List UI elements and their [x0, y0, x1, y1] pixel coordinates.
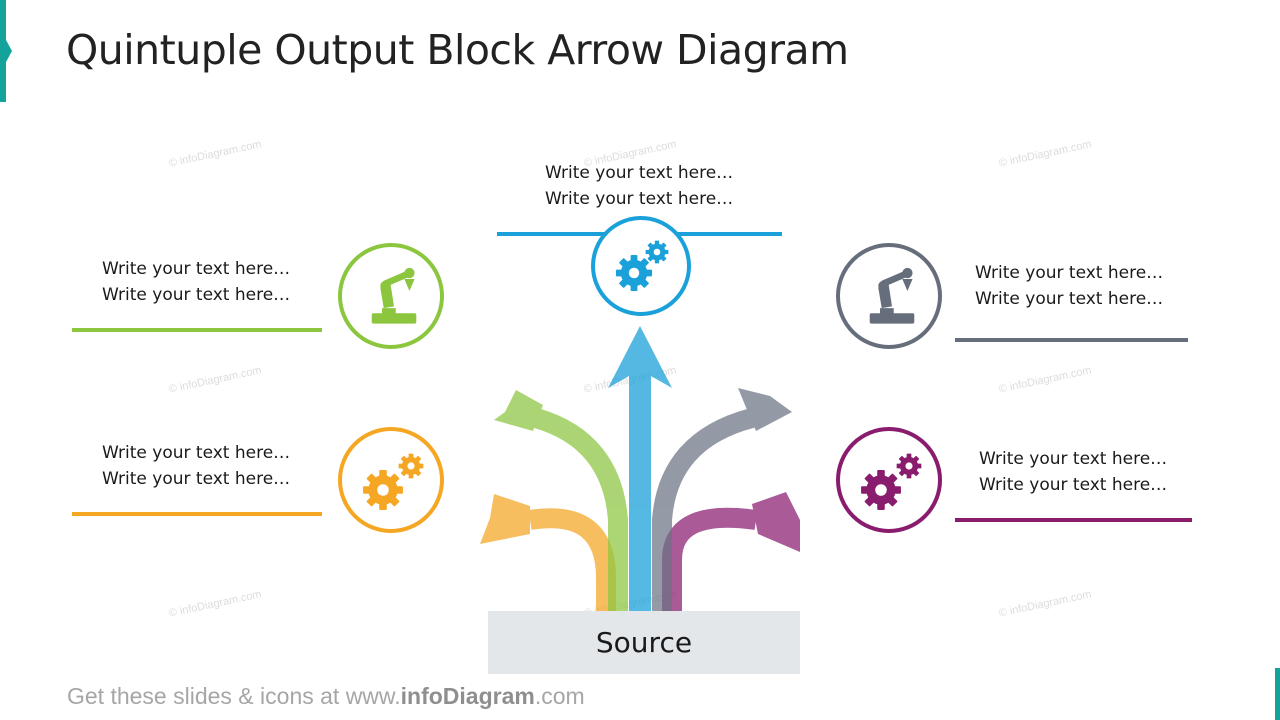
output-left-lower-text: Write your text here… Write your text he…: [102, 440, 290, 492]
output-left-upper-text: Write your text here… Write your text he…: [102, 256, 290, 308]
slide-title: Quintuple Output Block Arrow Diagram: [66, 26, 849, 74]
gears-icon: [861, 453, 922, 510]
output-right-upper-icon-ring: [836, 243, 942, 349]
left-accent-notch: [6, 40, 12, 62]
robot-arm-icon: [869, 267, 915, 324]
arrow-blue: [608, 326, 672, 611]
output-left-upper-line1: Write your text here…: [102, 259, 291, 279]
output-right-upper-underline: [955, 338, 1188, 342]
output-right-lower-icon-ring: [836, 427, 942, 533]
source-box: Source: [488, 611, 800, 674]
output-right-upper-text: Write your text here… Write your text he…: [975, 260, 1163, 312]
footer-brand: infoDiagram: [400, 683, 535, 709]
output-left-lower-line1: Write your text here…: [102, 443, 291, 463]
footer-prefix: Get these slides & icons at www.: [67, 683, 401, 709]
gears-icon: [363, 453, 424, 510]
output-left-upper-icon-ring: [338, 243, 444, 349]
source-label: Source: [595, 626, 693, 659]
output-right-upper-line2: Write your text here…: [975, 289, 1164, 309]
arrow-gray: [652, 388, 792, 611]
arrow-green: [494, 390, 628, 611]
output-top-text: Write your text here… Write your text he…: [545, 160, 733, 212]
output-top-icon-ring: [591, 216, 691, 316]
output-left-upper-underline: [72, 328, 322, 332]
output-top-line1: Write your text here…: [545, 163, 734, 183]
left-accent-bar: [0, 0, 6, 102]
output-right-lower-line2: Write your text here…: [979, 475, 1168, 495]
arrow-orange: [480, 494, 616, 611]
footer-suffix: .com: [534, 683, 585, 709]
output-left-lower-icon-ring: [338, 427, 444, 533]
arrow-purple: [662, 492, 800, 611]
right-accent-bar: [1275, 668, 1280, 720]
robot-arm-icon: [371, 267, 417, 324]
output-top-line2: Write your text here…: [545, 189, 734, 209]
output-right-lower-underline: [955, 518, 1192, 522]
output-right-lower-line1: Write your text here…: [979, 449, 1168, 469]
output-left-upper-line2: Write your text here…: [102, 285, 291, 305]
output-left-lower-underline: [72, 512, 322, 516]
gears-icon: [615, 240, 669, 292]
footer-text: Get these slides & icons at www.infoDiag…: [67, 683, 585, 710]
output-left-lower-line2: Write your text here…: [102, 469, 291, 489]
output-right-upper-line1: Write your text here…: [975, 263, 1164, 283]
output-right-lower-text: Write your text here… Write your text he…: [979, 446, 1167, 498]
